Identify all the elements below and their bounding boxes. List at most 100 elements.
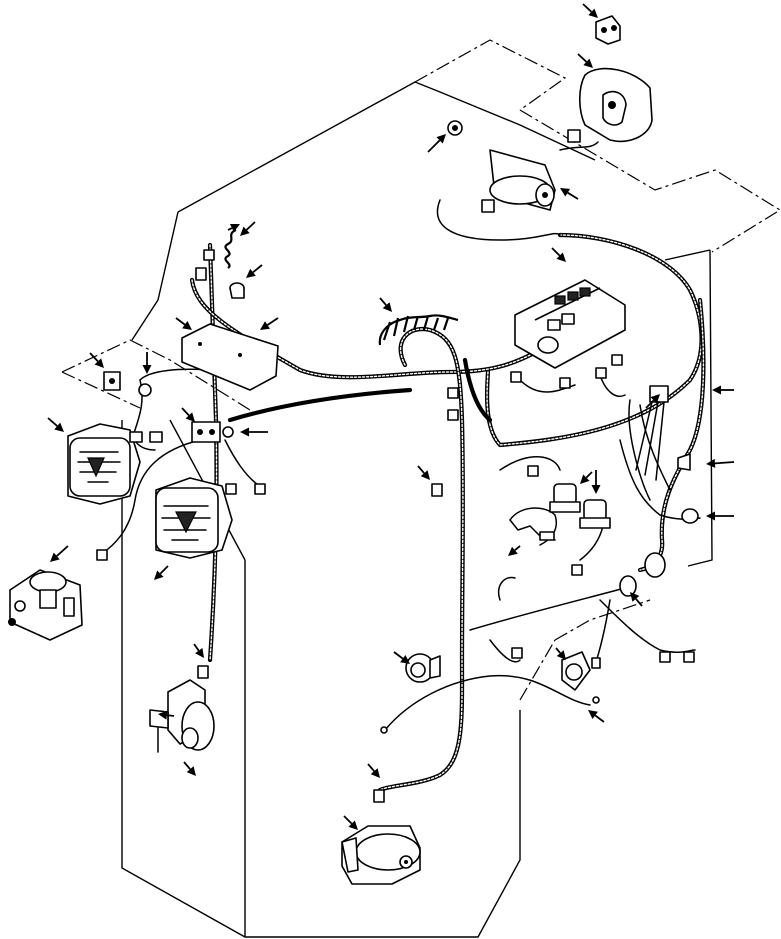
callout-arrow xyxy=(240,221,256,236)
callout-arrow-shaft xyxy=(379,297,387,306)
socket-icon xyxy=(229,282,245,299)
callout-arrow-shaft xyxy=(266,317,279,326)
callout-arrow-head xyxy=(591,485,601,494)
callout-arrow-head xyxy=(142,365,152,374)
relay-icon xyxy=(549,483,611,529)
callout-arrow-head xyxy=(246,268,256,278)
callout-arrow xyxy=(343,815,358,830)
callout-arrow xyxy=(89,352,104,368)
callout-arrow-head xyxy=(508,546,518,556)
cover-icon xyxy=(578,67,653,142)
callout-arrow-shaft xyxy=(417,465,425,474)
diode-icon xyxy=(509,519,583,576)
callout-arrow xyxy=(560,188,579,200)
callout-arrow-shaft xyxy=(585,471,593,479)
callout-arrow-shaft xyxy=(427,139,441,153)
callout-arrow-head xyxy=(556,252,566,262)
callout-arrow-shaft xyxy=(89,352,99,363)
connector-icon xyxy=(373,465,695,803)
cab-outline xyxy=(121,81,713,938)
callout-arrow-shaft xyxy=(577,53,588,63)
grommet-icon xyxy=(644,453,699,578)
callout-arrow-shaft xyxy=(594,714,605,723)
callout-arrow-head xyxy=(436,134,446,144)
switch-icon xyxy=(8,569,83,641)
callout-arrow-head xyxy=(158,710,168,720)
callout-arrow xyxy=(645,394,660,409)
connector-block-icon xyxy=(635,385,669,481)
screw-icon xyxy=(431,483,443,497)
callout-arrow-head xyxy=(650,394,660,404)
callout-arrow-head xyxy=(712,385,721,395)
callout-arrow-head xyxy=(348,820,358,830)
callout-arrow xyxy=(193,643,204,658)
callout-arrow-head xyxy=(185,412,195,422)
callout-arrow-shaft xyxy=(47,417,58,427)
callout-arrow-shaft xyxy=(56,545,69,557)
callout-arrow-shaft xyxy=(645,399,655,409)
callout-arrow xyxy=(227,224,240,233)
main-harness xyxy=(189,232,706,793)
callout-arrow-shaft xyxy=(183,761,191,770)
callout-arrow-head xyxy=(382,302,392,312)
callout-arrow xyxy=(427,134,446,153)
callout-arrow-head xyxy=(556,650,566,660)
callout-arrow-shaft xyxy=(159,565,169,575)
callout-arrow-head xyxy=(54,422,64,432)
callout-arrow-head xyxy=(229,224,240,233)
horn-icon xyxy=(561,651,591,691)
callout-arrow xyxy=(417,465,430,480)
callout-arrow-head xyxy=(154,570,164,580)
callout-arrow-shaft xyxy=(181,407,190,417)
callout-arrow-head xyxy=(588,710,598,719)
callout-arrow xyxy=(158,710,175,720)
callout-arrow xyxy=(181,407,195,422)
solenoid-icon xyxy=(149,679,215,753)
sensor-icon xyxy=(405,653,441,683)
callout-arrow-head xyxy=(240,427,249,437)
callout-arrow-shaft xyxy=(714,461,735,465)
callout-arrow xyxy=(260,317,279,330)
lamp-icon xyxy=(96,477,266,561)
grommet-icon xyxy=(447,120,463,136)
callout-arrow-head xyxy=(240,226,250,236)
callout-arrow-shaft xyxy=(166,714,175,717)
connector-icon xyxy=(447,354,623,421)
callout-arrow-shaft xyxy=(514,545,521,551)
callout-arrow-shaft xyxy=(227,227,233,231)
callout-arrow-head xyxy=(560,188,571,197)
bracket-icon xyxy=(103,371,152,397)
callout-arrow-head xyxy=(630,592,640,602)
callout-arrow-head xyxy=(182,321,192,330)
callout-arrow-shaft xyxy=(582,3,593,13)
callout-arrow-head xyxy=(195,648,204,658)
relay-panel-icon xyxy=(514,279,626,369)
callout-arrow-shaft xyxy=(252,264,263,274)
callout-arrow-head xyxy=(186,766,196,776)
callout-arrow-head xyxy=(370,768,380,778)
callout-arrow xyxy=(50,545,69,562)
callout-arrow-head xyxy=(400,655,410,664)
coil-icon xyxy=(378,314,459,346)
callout-arrow xyxy=(555,647,566,660)
callout-arrow xyxy=(712,385,734,395)
callout-arrow xyxy=(47,417,64,432)
callout-arrows xyxy=(47,3,735,830)
callout-arrow xyxy=(240,427,268,437)
callout-arrow-shaft xyxy=(343,815,353,825)
breaker-icon xyxy=(619,575,637,597)
callout-arrow xyxy=(588,710,605,723)
lamp-icon xyxy=(67,423,163,505)
motor-icon xyxy=(481,129,581,213)
branch-wires xyxy=(99,141,701,731)
callout-arrow-shaft xyxy=(635,598,643,607)
callout-arrow xyxy=(706,511,734,521)
clip-icon xyxy=(595,15,621,45)
callout-arrow xyxy=(551,247,566,262)
connector-icon xyxy=(197,665,209,679)
callout-arrow xyxy=(142,352,152,374)
callout-arrow xyxy=(393,651,410,664)
motor-icon xyxy=(341,825,421,885)
callout-arrow-head xyxy=(583,58,593,68)
